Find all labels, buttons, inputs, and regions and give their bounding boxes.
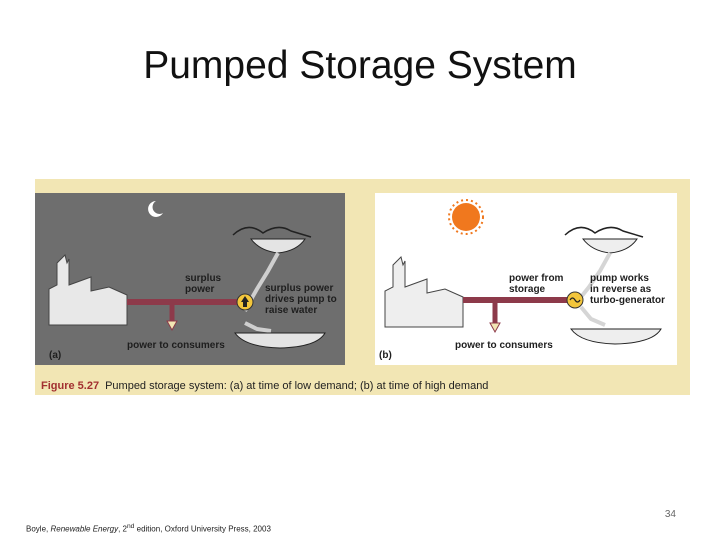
upper-reservoir-water [249, 238, 306, 254]
label-pump-line1: surplus power [265, 283, 333, 294]
power-station [48, 254, 128, 326]
citation-author: Boyle, [26, 524, 51, 534]
sun-icon [448, 199, 484, 235]
label-storage-line1: power from [509, 273, 564, 284]
lower-reservoir-b [570, 328, 662, 345]
label-turbine-line3: turbo-generator [590, 295, 665, 306]
penstock-b [579, 252, 612, 299]
consumer-arrow-b [489, 322, 501, 334]
label-pump-line2: drives pump to [265, 294, 337, 305]
lower-reservoir [234, 332, 326, 349]
power-line-main [127, 299, 237, 305]
citation: Boyle, Renewable Energy, 2nd edition, Ox… [26, 523, 271, 534]
moon-icon [148, 201, 163, 217]
slide-title: Pumped Storage System [143, 44, 577, 87]
panel-a-night: surplus power surplus power drives pump … [35, 193, 345, 365]
upper-reservoir-water-b [581, 238, 638, 254]
consumer-arrow [166, 320, 178, 332]
citation-publisher: edition, Oxford University Press, 2003 [134, 524, 271, 534]
figure-caption: Figure 5.27 Pumped storage system: (a) at… [41, 380, 488, 392]
power-line-main-b [463, 297, 573, 303]
label-storage-line2: storage [509, 284, 546, 295]
power-station-b [384, 256, 464, 328]
label-pump-line3: raise water [265, 305, 317, 316]
upper-reservoir-b [564, 226, 644, 238]
label-turbine-line1: pump works [590, 273, 649, 284]
label-surplus-line1: surplus [185, 273, 222, 284]
panel-b-tag: (b) [379, 350, 392, 361]
label-surplus-line2: power [185, 284, 215, 295]
page-number: 34 [664, 509, 676, 520]
penstock-lower [244, 321, 272, 333]
figure-caption-text: Pumped storage system: (a) at time of lo… [105, 380, 489, 392]
upper-reservoir [232, 226, 312, 238]
penstock-lower-b [579, 305, 606, 327]
panel-b-day: power from storage pump works in reverse… [375, 193, 677, 365]
figure-caption-label: Figure 5.27 [41, 380, 100, 392]
label-consumers-b: power to consumers [455, 340, 553, 351]
label-consumers-a: power to consumers [127, 340, 225, 351]
citation-edition: , 2 [118, 524, 127, 534]
label-turbine-line2: in reverse as [590, 284, 652, 295]
citation-edition-suffix: nd [126, 523, 135, 530]
panel-a-tag: (a) [49, 350, 61, 361]
citation-book: Renewable Energy [50, 524, 119, 534]
